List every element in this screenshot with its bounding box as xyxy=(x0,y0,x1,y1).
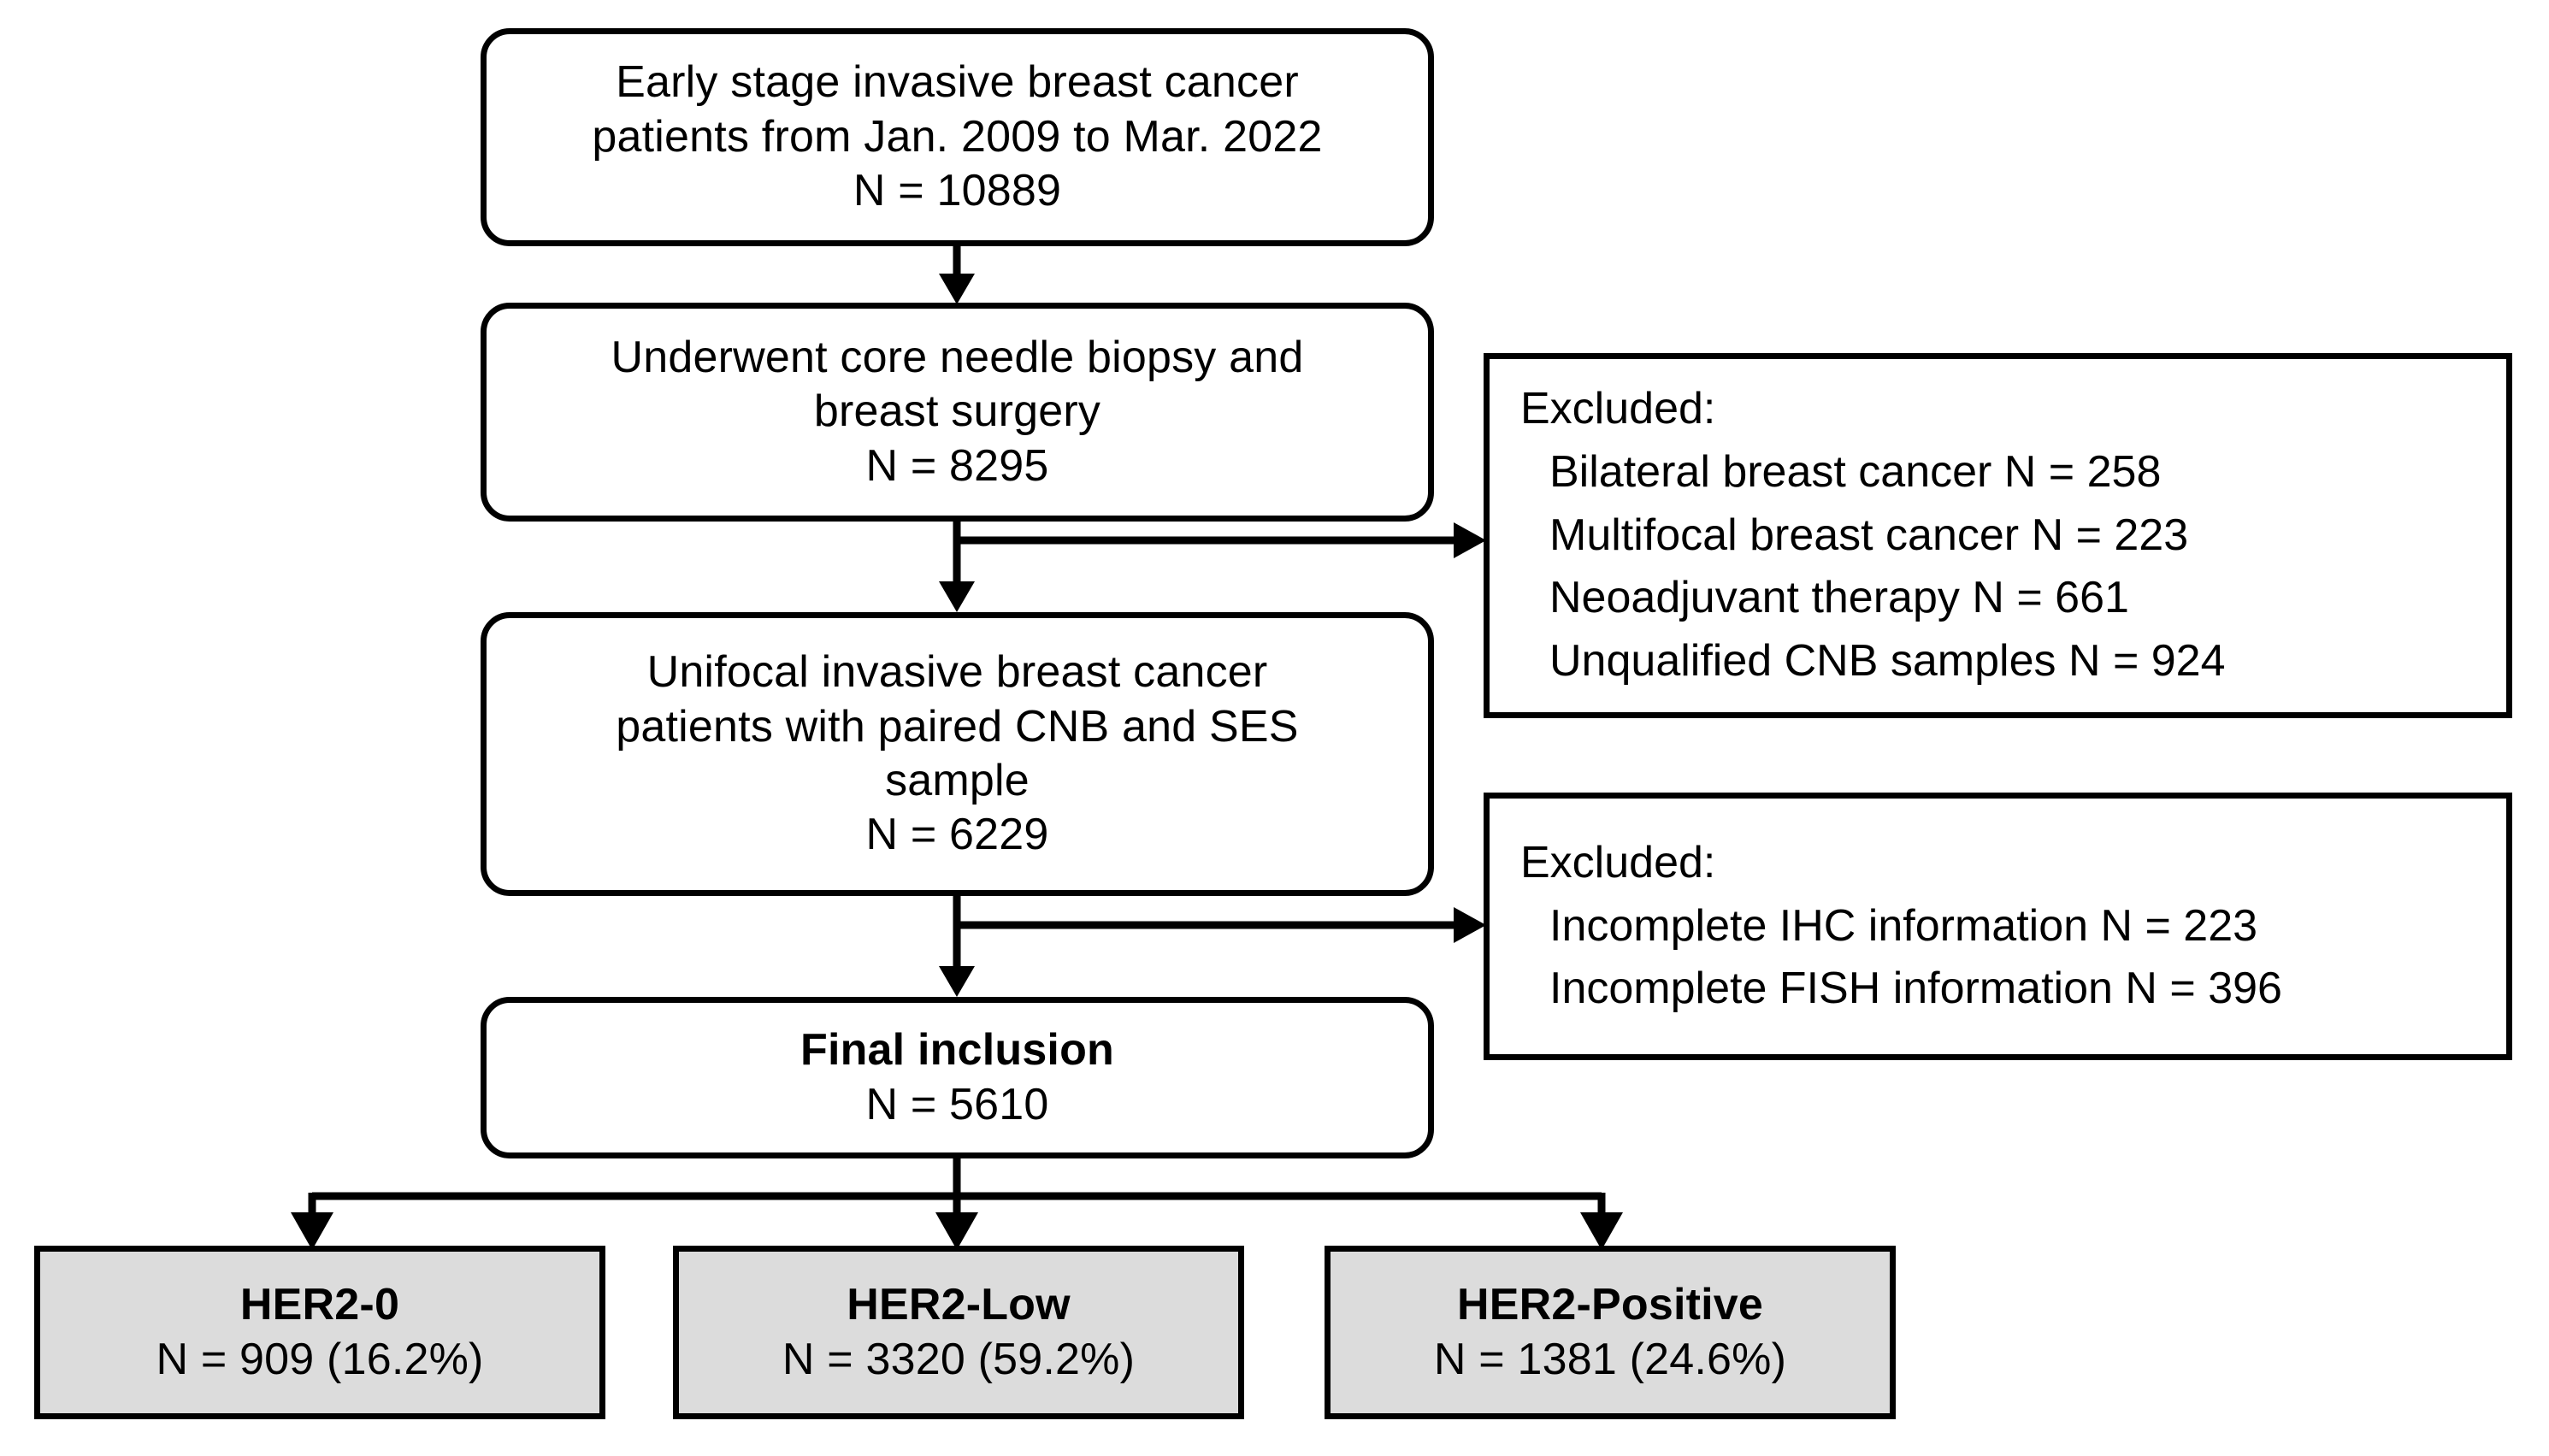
node-eligible-patients: Early stage invasive breast cancer patie… xyxy=(481,28,1434,246)
exclusion-box-2: Excluded: Incomplete IHC information N =… xyxy=(1484,793,2512,1060)
connector-step3-exclusion2 xyxy=(957,907,1486,943)
exclusion-box-1: Excluded: Bilateral breast cancer N = 25… xyxy=(1484,353,2512,718)
exclusion-1-item-1: Bilateral breast cancer N = 258 xyxy=(1549,446,2162,497)
connector-step3-step4 xyxy=(939,896,975,997)
connector-final-split xyxy=(291,1158,1623,1250)
node-unifocal-line-3: sample xyxy=(885,756,1030,805)
group-box-her2-positive: HER2-Positive N = 1381 (24.6%) xyxy=(1325,1246,1896,1419)
node-final-inclusion: Final inclusion N = 5610 xyxy=(481,997,1434,1158)
exclusion-1-item-4: Unqualified CNB samples N = 924 xyxy=(1549,636,2226,687)
group-her2-positive-label: HER2-Positive xyxy=(1456,1280,1764,1330)
group-box-her2-0: HER2-0 N = 909 (16.2%) xyxy=(34,1246,605,1419)
exclusion-1-item-3: Neoadjuvant therapy N = 661 xyxy=(1549,573,2129,623)
node-eligible-count: N = 10889 xyxy=(853,166,1062,216)
connector-step2-exclusion1 xyxy=(957,522,1486,558)
node-eligible-line-2: patients from Jan. 2009 to Mar. 2022 xyxy=(592,111,1323,162)
group-her2-low-label: HER2-Low xyxy=(847,1280,1071,1330)
node-unifocal-count: N = 6229 xyxy=(865,810,1049,860)
group-her2-0-label: HER2-0 xyxy=(239,1280,400,1330)
exclusion-2-title: Excluded: xyxy=(1520,837,1716,887)
node-biopsy-line-1: Underwent core needle biopsy and xyxy=(611,332,1304,382)
exclusion-1-item-2: Multifocal breast cancer N = 223 xyxy=(1549,510,2189,560)
group-box-her2-low: HER2-Low N = 3320 (59.2%) xyxy=(673,1246,1244,1419)
group-her2-positive-count: N = 1381 (24.6%) xyxy=(1433,1334,1787,1384)
group-her2-0-count: N = 909 (16.2%) xyxy=(156,1334,484,1384)
exclusion-2-item-2: Incomplete FISH information N = 396 xyxy=(1549,964,2282,1014)
node-final-inclusion-label: Final inclusion xyxy=(800,1025,1115,1076)
connector-step1-step2 xyxy=(939,246,975,304)
node-biopsy-surgery: Underwent core needle biopsy and breast … xyxy=(481,303,1434,522)
node-biopsy-line-2: breast surgery xyxy=(813,386,1101,437)
group-her2-low-count: N = 3320 (59.2%) xyxy=(782,1334,1136,1384)
node-unifocal-line-2: patients with paired CNB and SES xyxy=(616,701,1299,752)
exclusion-2-item-1: Incomplete IHC information N = 223 xyxy=(1549,900,2258,951)
node-unifocal-paired: Unifocal invasive breast cancer patients… xyxy=(481,612,1434,896)
exclusion-1-title: Excluded: xyxy=(1520,383,1716,433)
node-eligible-line-1: Early stage invasive breast cancer xyxy=(616,57,1299,108)
node-final-inclusion-count: N = 5610 xyxy=(865,1079,1049,1129)
node-unifocal-line-1: Unifocal invasive breast cancer xyxy=(646,647,1268,698)
connector-step2-step3 xyxy=(939,522,975,612)
node-biopsy-count: N = 8295 xyxy=(865,440,1049,491)
